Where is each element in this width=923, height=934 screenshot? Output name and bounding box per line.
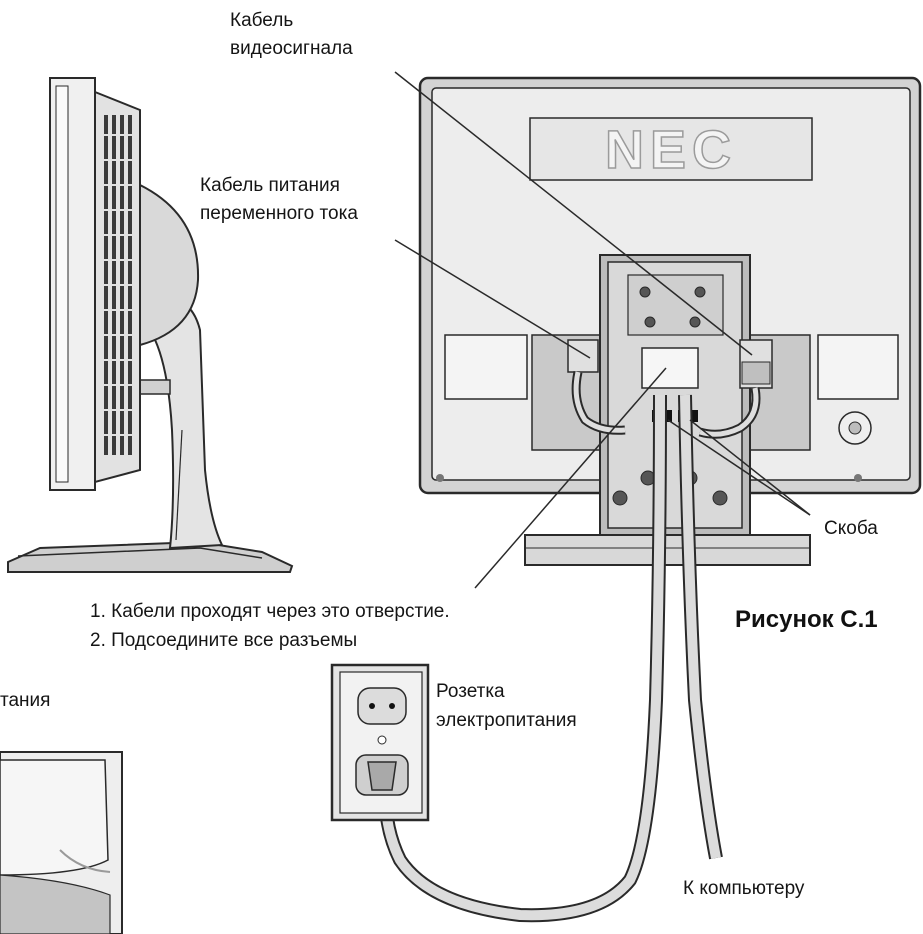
wall-outlet <box>330 663 430 822</box>
label-outlet-line1: Розетка <box>436 681 505 702</box>
label-power-cable-line1: Кабель питания <box>200 175 340 196</box>
label-video-cable-line1: Кабель <box>230 10 294 31</box>
figure-caption: Рисунок С.1 <box>735 606 878 633</box>
monitor-side-view <box>7 77 294 573</box>
monitor-rear-view: NEC <box>418 76 922 566</box>
label-bracket: Скоба <box>824 518 878 539</box>
label-to-computer: К компьютеру <box>683 878 805 899</box>
label-power-cable-line2: переменного тока <box>200 203 358 224</box>
inset-closeup <box>0 751 123 934</box>
cables <box>378 394 723 923</box>
label-step1: 1. Кабели проходят через это отверстие. <box>90 601 450 622</box>
label-video-cable-line2: видеосигнала <box>230 38 353 59</box>
label-outlet-line2: электропитания <box>436 710 577 731</box>
nec-logo: NEC <box>605 120 737 180</box>
label-partial-left: тания <box>0 690 51 711</box>
label-step2: 2. Подсоедините все разъемы <box>90 630 358 651</box>
leader-lines <box>394 71 811 589</box>
